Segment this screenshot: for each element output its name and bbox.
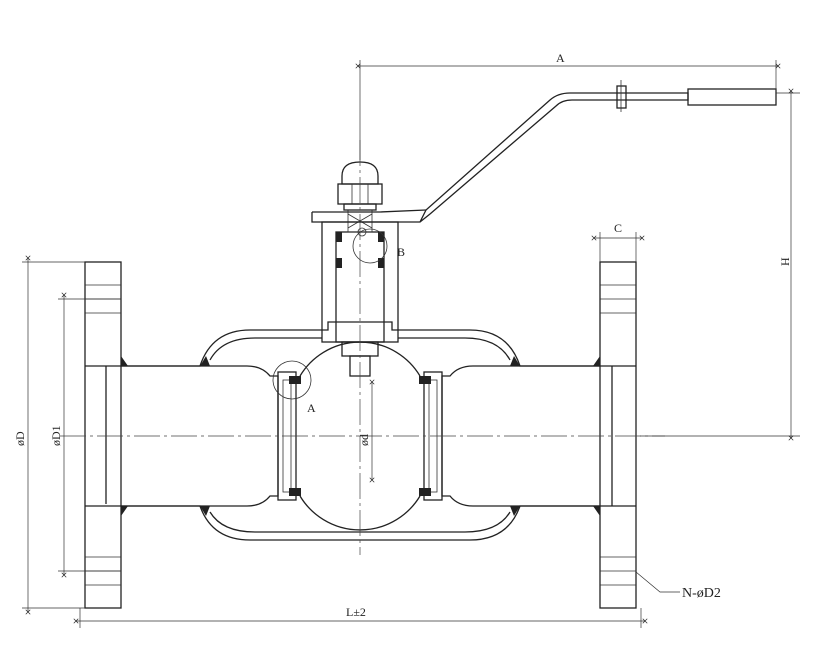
dimension-od1: øD1	[49, 292, 121, 578]
note-n-d2-label: N-øD2	[682, 586, 721, 601]
detail-a-label: A	[307, 401, 316, 415]
dim-d1-label: øD1	[49, 425, 63, 446]
right-flange	[599, 261, 637, 609]
dimension-l: L±2	[73, 605, 648, 628]
detail-b-label: B	[397, 245, 405, 259]
dim-c-label: C	[614, 221, 622, 235]
left-flange	[84, 261, 122, 609]
dimension-od: øD	[13, 255, 85, 615]
dimension-bore: ød	[357, 379, 375, 483]
handle-lever[interactable]	[311, 80, 777, 223]
bolt-hole-callout: N-øD2	[635, 571, 721, 601]
dim-a-label: A	[556, 51, 565, 65]
dimension-c: C	[591, 221, 645, 262]
dimension-h: H	[640, 88, 800, 441]
dim-l-label: L±2	[346, 605, 366, 619]
dimension-a: A	[355, 51, 781, 160]
valve-body	[121, 321, 600, 541]
centerlines	[60, 140, 665, 555]
dim-bore-label: ød	[357, 434, 371, 446]
detail-circle-a	[272, 360, 312, 400]
detail-circle-b	[352, 228, 388, 264]
dim-h-label: H	[778, 257, 792, 266]
dim-d-label: øD	[13, 431, 27, 446]
